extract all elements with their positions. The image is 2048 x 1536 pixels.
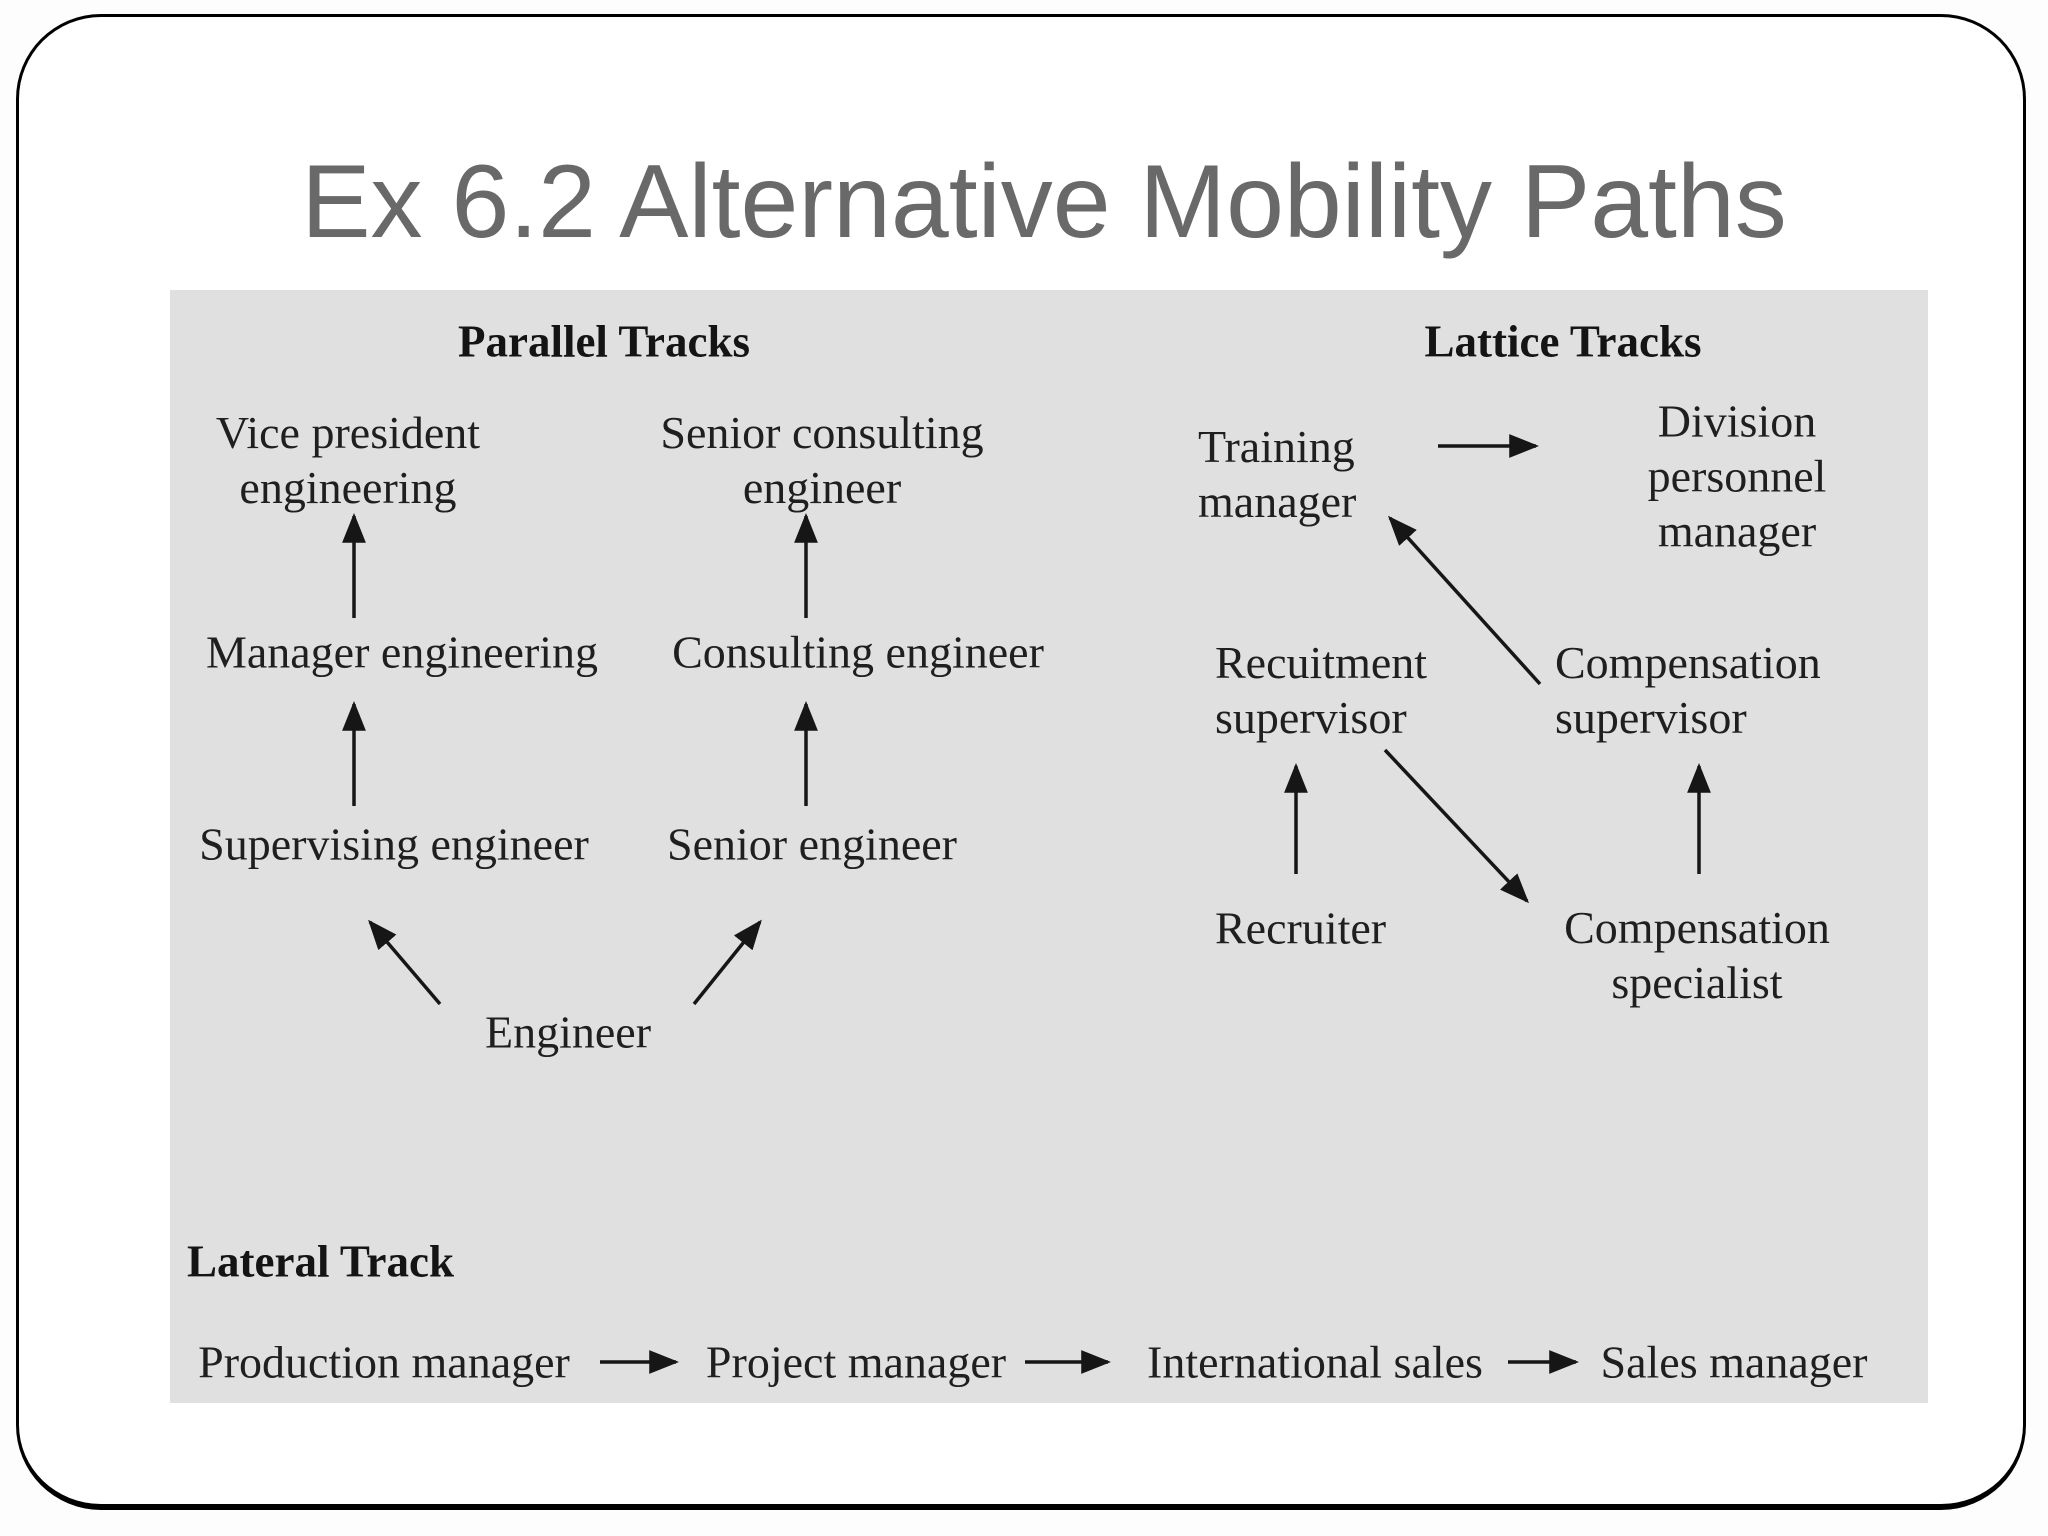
node-production-manager: Production manager (198, 1336, 570, 1388)
node-consulting-engineer: Consulting engineer (672, 626, 1044, 678)
node-manager-engineering: Manager engineering (205, 626, 599, 678)
node-engineer: Engineer (484, 1006, 652, 1058)
node-project-manager: Project manager (705, 1336, 1007, 1388)
node-supervising-engineer: Supervising engineer (199, 818, 589, 870)
heading-parallel-tracks: Parallel Tracks (457, 316, 751, 367)
node-sales-manager: Sales manager (1600, 1336, 1868, 1388)
node-vice-president-engineering: Vice president engineering (215, 407, 481, 513)
diagram-background (170, 290, 1928, 1403)
node-senior-engineer: Senior engineer (667, 818, 957, 870)
node-senior-consulting-engineer: Senior consulting engineer (660, 407, 984, 513)
slide-title: Ex 6.2 Alternative Mobility Paths (301, 144, 1787, 260)
heading-lateral-track: Lateral Track (187, 1236, 455, 1287)
heading-lattice-tracks: Lattice Tracks (1424, 316, 1702, 367)
node-international-sales: International sales (1147, 1336, 1483, 1388)
node-recruitment-supervisor: Recuitment supervisor (1215, 637, 1428, 743)
node-recruiter: Recruiter (1215, 902, 1387, 954)
node-compensation-supervisor: Compensation supervisor (1555, 637, 1821, 743)
node-division-personnel-manager: Division personnel manager (1647, 395, 1827, 557)
node-training-manager: Training manager (1198, 421, 1357, 527)
node-compensation-specialist: Compensation specialist (1564, 902, 1830, 1008)
